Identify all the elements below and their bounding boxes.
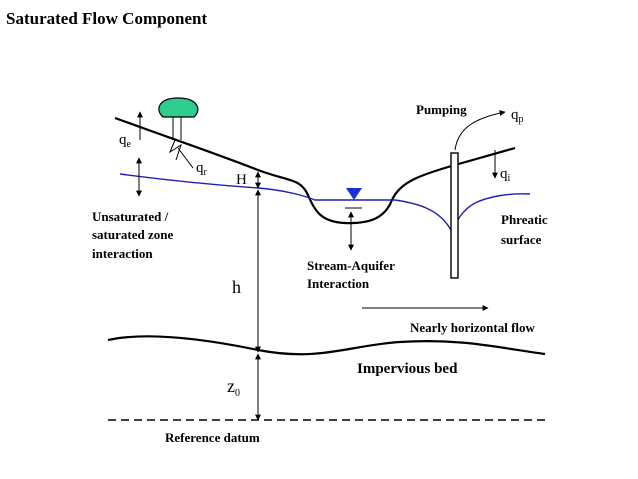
stream-aquifer-label-1: Stream-Aquifer bbox=[307, 258, 395, 273]
page-title: Saturated Flow Component bbox=[6, 9, 208, 28]
h-label: h bbox=[232, 277, 241, 297]
H-label: H bbox=[236, 172, 247, 188]
stream-water-level-icon bbox=[346, 188, 362, 200]
tree-icon bbox=[158, 97, 199, 118]
qe-label: qe bbox=[119, 132, 132, 150]
water-table bbox=[119, 173, 531, 234]
qr-label: qr bbox=[196, 160, 208, 178]
unsat-label-3: interaction bbox=[92, 246, 153, 261]
pumping-label: Pumping bbox=[416, 102, 467, 117]
phreatic-label-1: Phreatic bbox=[501, 212, 548, 227]
pumping-well bbox=[450, 152, 459, 279]
impervious-label: Impervious bed bbox=[357, 361, 458, 377]
qp-label: qp bbox=[511, 107, 524, 125]
qr-pointer bbox=[177, 147, 194, 169]
impervious-bed bbox=[107, 335, 546, 356]
ground-surface bbox=[114, 116, 516, 225]
stream-aquifer-label-2: Interaction bbox=[307, 276, 370, 291]
pumping-arrow bbox=[454, 110, 506, 151]
horizontal-flow-label: Nearly horizontal flow bbox=[410, 320, 536, 335]
qi-label: qi bbox=[500, 166, 511, 184]
unsat-label-2: saturated zone bbox=[92, 227, 173, 242]
z0-label: z0 bbox=[227, 376, 240, 399]
unsat-label-1: Unsaturated / bbox=[92, 209, 169, 224]
recharge-zigzag-icon bbox=[168, 139, 182, 161]
reference-datum-label: Reference datum bbox=[165, 430, 260, 445]
phreatic-label-2: surface bbox=[501, 232, 542, 247]
